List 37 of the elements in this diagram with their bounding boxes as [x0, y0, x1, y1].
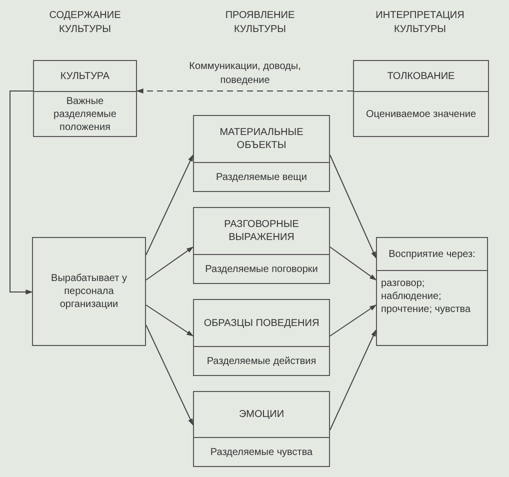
box-text: Вырабатывает у персонала организации: [50, 272, 128, 311]
box-heading: ЭМОЦИИ: [238, 408, 284, 421]
arrow: [330, 329, 376, 430]
box-text: Важные разделяемые положения: [52, 94, 118, 134]
dashed-arrow: [136, 88, 354, 94]
process-box: [353, 60, 489, 137]
process-box: [32, 237, 146, 346]
box-text: Разделяемые действия: [206, 354, 316, 368]
box-text: Разделяемые поговорки: [205, 262, 318, 276]
edge-label: Коммуникации, доводы, поведение: [188, 60, 302, 87]
process-box: [33, 60, 137, 137]
box-heading: ОБРАЗЦЫ ПОВЕДЕНИЯ: [204, 316, 320, 330]
box-heading: КУЛЬТУРА: [60, 70, 110, 82]
box-heading: МАТЕРИАЛЬНЫЕ ОБЪЕКТЫ: [218, 126, 304, 152]
arrow: [146, 324, 194, 426]
arrow: [330, 154, 376, 259]
arrow: [146, 304, 194, 336]
arrow: [10, 90, 34, 294]
process-box: [193, 115, 330, 192]
arrow: [146, 246, 194, 280]
box-text: Оцениваемое значение: [366, 108, 476, 120]
column-heading: ИНТЕРПРЕТАЦИЯ КУЛЬТУРЫ: [374, 9, 466, 36]
column-heading: СОДЕРЖАНИЕ КУЛЬТУРЫ: [48, 9, 122, 36]
box-heading: РАЗГОВОРНЫЕ ВЫРАЖЕНИЯ: [223, 218, 300, 244]
arrow: [330, 246, 377, 280]
box-text: разговор; наблюдение; прочтение; чувства: [381, 277, 472, 316]
process-box: [193, 391, 330, 467]
box-text: Разделяемые вещи: [216, 170, 307, 184]
arrow: [146, 154, 194, 256]
process-box: [376, 237, 488, 346]
column-heading: ПРОЯВЛЕНИЕ КУЛЬТУРЫ: [224, 9, 296, 36]
arrow: [330, 304, 377, 336]
process-box: [193, 299, 330, 376]
process-box: [193, 207, 330, 284]
box-text: Разделяемые чувства: [210, 446, 313, 458]
box-heading: Восприятие через:: [388, 248, 476, 260]
box-heading: ТОЛКОВАНИЕ: [387, 70, 455, 82]
